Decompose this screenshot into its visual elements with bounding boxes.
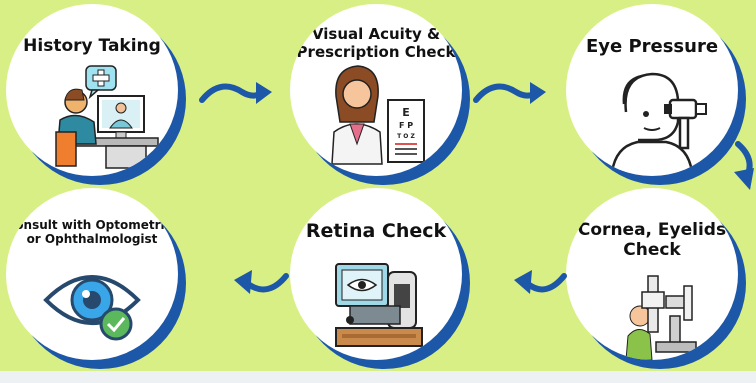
step-label: Visual Acuity & Prescription Check (296, 25, 456, 61)
telehealth-consultation-icon (55, 65, 159, 169)
arrow-left-2 (234, 270, 289, 294)
eye-check-icon (43, 275, 141, 341)
tonometer-icon (610, 72, 707, 173)
svg-text:T O Z: T O Z (397, 133, 415, 140)
bottom-strip (0, 371, 756, 383)
step-label: Cornea, Eyelids Check (577, 220, 727, 261)
svg-text:E: E (402, 106, 410, 119)
arrow-right-2 (473, 82, 546, 104)
step-label: Retina Check (305, 220, 447, 242)
step-history-taking: History Taking (6, 4, 178, 176)
slit-lamp-icon (625, 275, 697, 360)
svg-text:F P: F P (399, 121, 413, 130)
step-label: History Taking (23, 36, 161, 56)
arrow-right-1 (199, 82, 272, 104)
retinal-scanner-icon (335, 263, 423, 347)
step-label: Consult with Optometrist or Ophthalmolog… (6, 218, 178, 247)
step-label: Eye Pressure (585, 36, 719, 57)
step-consult: Consult with Optometrist or Ophthalmolog… (6, 188, 178, 360)
eye-chart-doctor-icon: E F P T O Z (331, 65, 425, 165)
arrow-left-1 (514, 270, 567, 294)
step-eye-pressure: Eye Pressure (566, 4, 738, 176)
arrow-down (734, 141, 754, 190)
step-visual-acuity: Visual Acuity & Prescription Check E F P… (290, 4, 462, 176)
step-retina-check: Retina Check (290, 188, 462, 360)
step-cornea-eyelids: Cornea, Eyelids Check (566, 188, 738, 360)
